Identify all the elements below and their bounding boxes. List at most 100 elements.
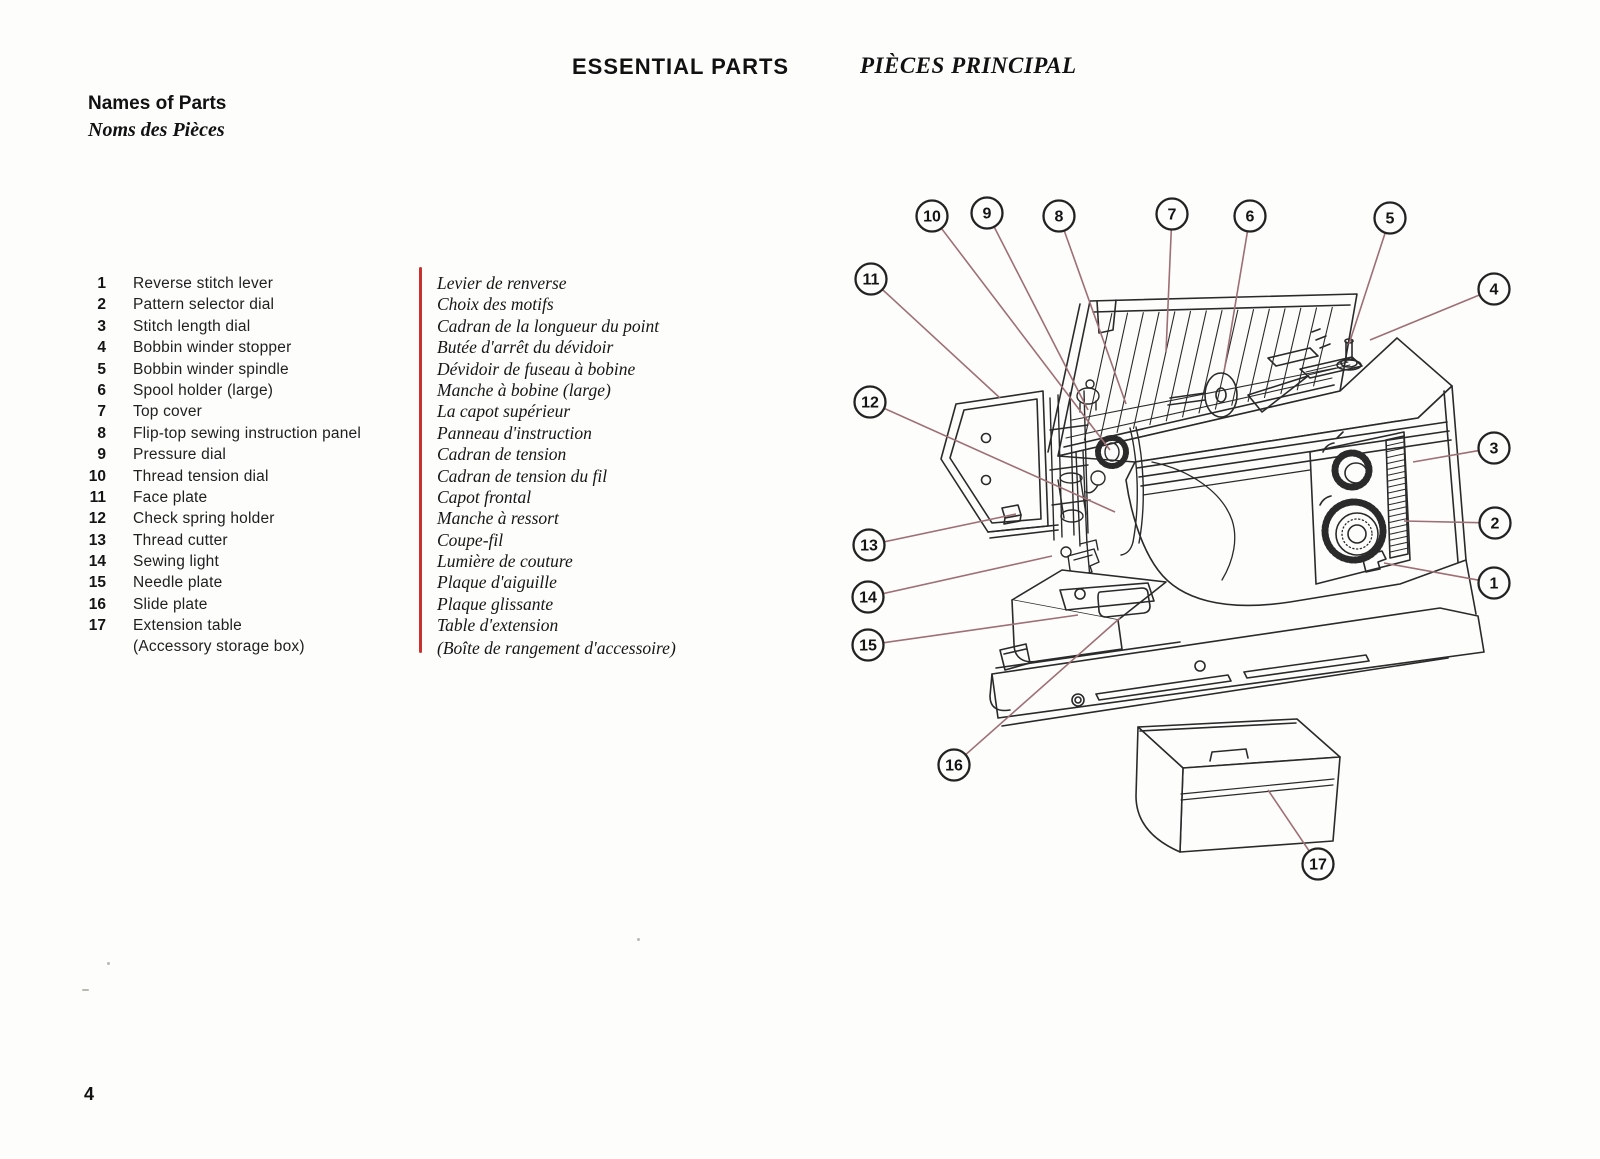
part-number: 8 — [97, 424, 106, 442]
part-row-fr: Butée d'arrêt du dévidoir — [437, 337, 676, 358]
part-number: 2 — [97, 296, 106, 314]
part-row-fr: Table d'extension(Boîte de rangement d'a… — [437, 615, 676, 657]
control-panel — [1309, 431, 1411, 585]
top-cover-hatch — [1083, 306, 1333, 441]
part-number: 9 — [97, 446, 106, 464]
part-label-fr: Cadran de la longueur du point — [437, 315, 660, 336]
part-row-fr: Panneau d'instruction — [437, 423, 676, 444]
callout-number: 16 — [945, 758, 963, 775]
part-label-en: Check spring holder — [133, 510, 275, 528]
callout-7: 7 — [1155, 197, 1189, 353]
part-row-fr: Levier de renverse — [437, 273, 676, 294]
callout-leader-line — [940, 227, 1111, 451]
part-label-en: Slide plate — [133, 595, 208, 613]
callout-circle — [853, 385, 887, 419]
part-label-en-sub: (Accessory storage box) — [133, 637, 305, 655]
callout-number: 10 — [923, 209, 941, 226]
part-label-fr: Cadran de tension du fil — [437, 465, 608, 486]
callout-leader-line — [1403, 520, 1480, 524]
callout-circle — [1477, 431, 1511, 465]
callout-number: 15 — [859, 638, 877, 655]
part-label-fr: Table d'extension — [437, 615, 559, 636]
part-label-fr: Butée d'arrêt du dévidoir — [437, 337, 614, 358]
part-label-en: Top cover — [133, 403, 202, 421]
callout-13: 13 — [852, 513, 1017, 562]
callout-leader-line — [1348, 232, 1386, 345]
callout-circle — [1478, 506, 1512, 540]
part-row-fr: Lumière de couture — [437, 551, 676, 572]
bobbin-winder-stopper — [1311, 328, 1331, 349]
callout-number: 9 — [983, 206, 992, 223]
top-cover — [1047, 293, 1358, 457]
part-number: 17 — [88, 617, 106, 635]
callout-circle — [970, 196, 1004, 230]
part-label-en: Sewing light — [133, 553, 219, 571]
accessory-storage-box — [1135, 718, 1341, 853]
part-number: 5 — [97, 360, 106, 378]
part-row-fr: Plaque d'aiguille — [437, 572, 676, 593]
part-label-en: Extension table — [133, 617, 242, 635]
scan-speck — [107, 962, 110, 965]
callout-leader-line — [881, 288, 1001, 399]
callout-number: 6 — [1246, 209, 1255, 226]
part-label-en: Thread cutter — [133, 531, 228, 549]
part-label-en: Reverse stitch lever — [133, 275, 274, 292]
callout-number: 7 — [1168, 207, 1177, 224]
callout-leader-line — [1369, 294, 1481, 341]
section-heading-english: Names of Parts — [88, 93, 227, 114]
callout-2: 2 — [1403, 506, 1512, 540]
callout-circle — [1042, 199, 1076, 233]
callout-11: 11 — [854, 262, 1001, 399]
callout-circle — [1301, 847, 1335, 881]
scan-speck — [82, 989, 89, 991]
callout-leader-line — [882, 555, 1053, 595]
callout-5: 5 — [1348, 201, 1407, 345]
callout-10: 10 — [915, 199, 1111, 451]
part-label-fr: Cadran de tension — [437, 444, 567, 465]
section-heading-french: Noms des Pièces — [88, 119, 225, 141]
part-number: 13 — [88, 531, 106, 549]
part-row-fr: Cadran de tension du fil — [437, 466, 676, 487]
part-number: 15 — [88, 574, 106, 592]
callout-circle — [851, 580, 885, 614]
bobbin-winder-spindle — [1336, 338, 1362, 371]
part-label-fr: Lumière de couture — [437, 551, 573, 572]
part-label-fr: La capot supérieur — [437, 401, 571, 422]
callout-16: 16 — [937, 617, 1121, 782]
part-label-en: Thread tension dial — [133, 467, 269, 485]
page-number: 4 — [84, 1084, 95, 1104]
callout-number: 11 — [863, 272, 880, 289]
part-label-fr: Coupe-fil — [437, 529, 504, 550]
page-title-french: PIÈCES PRINCIPAL — [860, 53, 1077, 78]
needle — [1086, 543, 1091, 579]
part-label-fr-sub: (Boîte de rangement d'accessoire) — [437, 637, 676, 658]
part-row-fr: Cadran de tension — [437, 444, 676, 465]
callout-number: 3 — [1490, 441, 1499, 458]
callout-leader-line — [1063, 230, 1127, 405]
part-number: 14 — [88, 553, 106, 571]
callout-leader-line — [1412, 449, 1479, 463]
page-title-english: ESSENTIAL PARTS — [572, 54, 790, 79]
check-spring-holder — [1090, 470, 1106, 486]
callout-leader-line — [1223, 231, 1249, 373]
callout-number: 1 — [1490, 576, 1499, 593]
callout-leader-line — [965, 617, 1121, 756]
machine-base — [989, 559, 1485, 727]
part-label-fr: Plaque d'aiguille — [437, 572, 557, 593]
callout-number: 14 — [859, 590, 877, 607]
part-row-en: 13 Thread cutter — [88, 530, 361, 551]
pattern-selector-dial — [1321, 498, 1387, 564]
callout-number: 12 — [861, 395, 879, 412]
callout-circle — [1477, 566, 1511, 600]
part-number: 4 — [97, 339, 106, 357]
